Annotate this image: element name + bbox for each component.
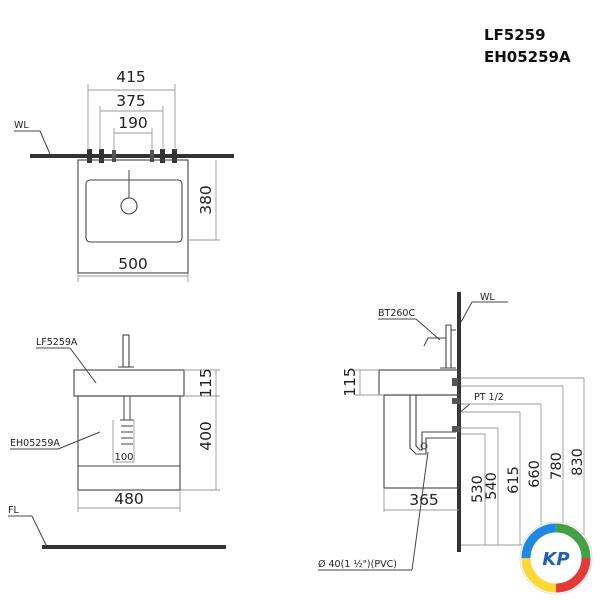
dim-side-540: 540 [484,472,500,500]
dim-top-500: 500 [118,255,148,273]
dim-front-480: 480 [114,490,144,508]
model-code-cabinet: EH05259A [484,48,571,66]
dim-front-100: 100 [114,452,133,463]
top-view: WL 415 375 190 380 [14,68,234,282]
top-wall-leader-slope [39,130,51,155]
dim-top-375: 375 [116,92,146,110]
dim-side-780: 780 [549,452,565,480]
dim-side-530: 530 [470,475,486,503]
side-pipe-label: PT 1/2 [474,392,504,403]
dim-top-415: 415 [116,68,146,86]
front-cabinet-label: EH05259A [10,438,60,449]
top-wall-label: WL [14,120,29,131]
front-faucet-icon [122,334,130,368]
floor-label: FL [8,505,19,516]
top-basin-bowl [85,179,183,243]
top-basin-outline [77,159,189,274]
kp-logo-text: KP [542,549,569,570]
side-cabinet [383,394,460,489]
side-wall-label: WL [480,292,495,303]
dim-side-115: 115 [341,367,359,397]
dim-side-830: 830 [570,448,586,476]
front-basin-label: LF5259A [36,337,78,348]
top-drain-icon [120,197,138,215]
dim-front-115: 115 [197,368,215,398]
dim-top-380: 380 [197,185,215,215]
side-faucet-label: BT260C [378,308,415,319]
dim-front-400: 400 [197,421,215,451]
front-cabinet [77,395,181,491]
front-basin [73,369,185,397]
model-code-basin: LF5259 [484,26,546,44]
front-view: LF5259A EH05259A 115 400 100 480 FL [8,334,226,549]
dim-side-365: 365 [409,491,439,509]
side-faucet-icon [445,324,452,369]
model-code-block: LF5259 EH05259A [484,26,571,66]
front-trap-icon [120,396,134,445]
dim-top-190: 190 [118,114,148,132]
side-drain-label: Ø 40(1 ½")(PVC) [318,559,397,570]
side-trap-icon [409,395,456,455]
dim-side-660: 660 [527,460,543,488]
side-view: WL BT260C PT 1/2 115 365 [318,292,586,571]
side-basin [378,369,460,396]
kp-logo: KP [519,521,593,595]
dim-side-615: 615 [506,466,522,494]
mounting-bolts [87,149,177,163]
